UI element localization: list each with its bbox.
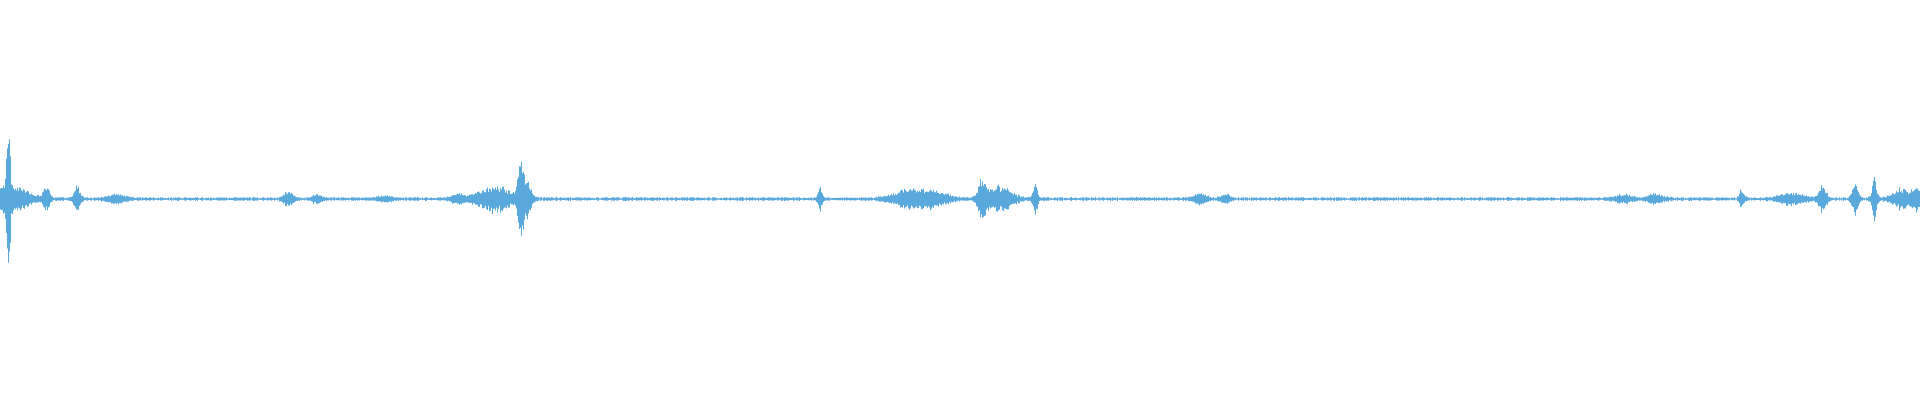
- waveform-samples: [0, 139, 1920, 263]
- waveform-trace: [0, 139, 1920, 263]
